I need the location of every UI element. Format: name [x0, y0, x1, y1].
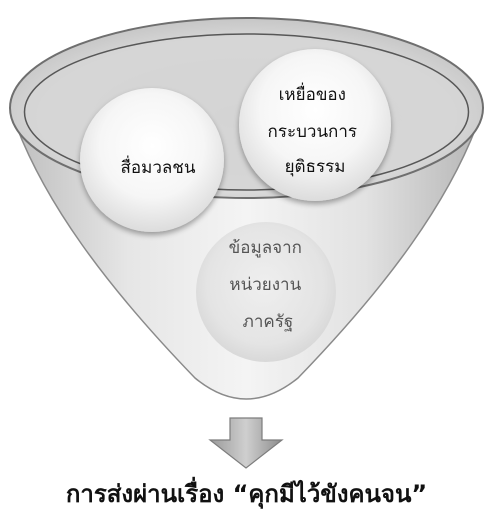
circle-state-data-label: ข้อมูลจาก หน่วยงาน ภาครัฐ — [229, 238, 308, 332]
circle-justice-victims-label: เหยื่อของ กระบวนการ ยุติธรรม — [268, 82, 363, 177]
caption: การส่งผ่านเรื่อง “คุกมีไว้ขังคนจน” — [65, 480, 428, 508]
circle-mass-media-label: สื่อมวลชน — [121, 155, 196, 178]
circle-state-data — [196, 222, 336, 362]
circle-mass-media — [80, 88, 224, 232]
circle-justice-victims — [239, 49, 391, 201]
down-arrow-icon — [208, 417, 284, 469]
